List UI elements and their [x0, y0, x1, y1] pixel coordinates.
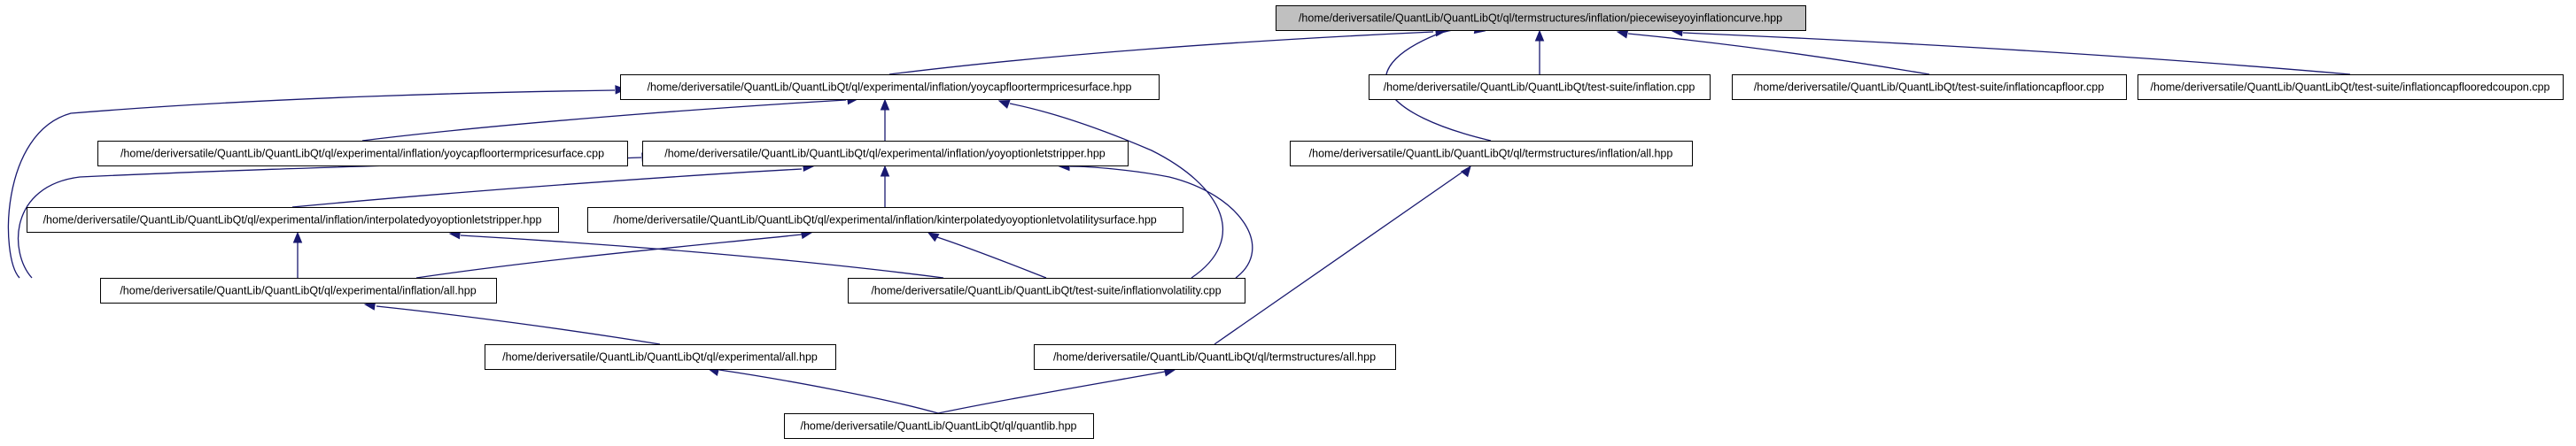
node-label: /home/deriversatile/QuantLib/QuantLibQt/… [502, 351, 818, 364]
node-box [784, 413, 1094, 439]
node-quantlib[interactable]: /home/deriversatile/QuantLib/QuantLibQt/… [784, 413, 1094, 439]
node-box [848, 278, 1245, 304]
arrowhead-icon [880, 165, 890, 177]
edge-interp_stripper_hpp-to-yoystripper_hpp [291, 162, 815, 208]
node-label: /home/deriversatile/QuantLib/QuantLibQt/… [120, 148, 604, 160]
node-label: /home/deriversatile/QuantLib/QuantLibQt/… [1053, 351, 1376, 364]
edge-line [888, 31, 1434, 75]
arrowhead-icon [1460, 165, 1471, 178]
node-exp-inflation-all[interactable]: /home/deriversatile/QuantLib/QuantLibQt/… [100, 278, 497, 304]
node-label: /home/deriversatile/QuantLib/QuantLibQt/… [120, 285, 476, 297]
edge-line [1682, 32, 2351, 75]
edge-ts_inflationvol_cpp-to-kinterp_hpp [927, 232, 1047, 279]
edge-line [1069, 165, 1253, 279]
edge-quantlib-to-ts_all [937, 367, 1176, 414]
node-kinterp-hpp[interactable]: /home/deriversatile/QuantLib/QuantLibQt/… [587, 207, 1183, 233]
edge-exp_inflation_all-to-yoycapsurf_hpp [7, 85, 627, 279]
arrowhead-icon [997, 100, 1011, 109]
edge-yoystripper_hpp-to-yoycapsurf_hpp [880, 98, 890, 141]
node-ts-inflation-all[interactable]: /home/deriversatile/QuantLib/QuantLibQt/… [1290, 141, 1693, 166]
node-box [100, 278, 497, 304]
edge-kinterp_hpp-to-yoystripper_hpp [880, 165, 890, 207]
node-box [587, 207, 1183, 233]
edge-exp_inflation_all-to-interp_stripper_hpp [292, 231, 303, 278]
node-label: /home/deriversatile/QuantLib/QuantLibQt/… [1754, 81, 2104, 94]
node-box [1276, 5, 1806, 31]
edge-yoycapsurf_cpp-to-yoycapsurf_hpp [361, 95, 859, 142]
node-interp-stripper-hpp[interactable]: /home/deriversatile/QuantLib/QuantLibQt/… [27, 207, 559, 233]
edge-ts_inflationvol_cpp-to-interp_stripper_hpp [448, 229, 944, 279]
node-label: /home/deriversatile/QuantLib/QuantLibQt/… [1309, 148, 1673, 160]
edge-line [376, 305, 661, 345]
node-label: /home/deriversatile/QuantLib/QuantLibQt/… [1299, 12, 1782, 25]
node-label: /home/deriversatile/QuantLib/QuantLibQt/… [1384, 81, 1695, 94]
node-box [1732, 74, 2127, 100]
node-box [620, 74, 1160, 100]
edge-line [415, 234, 803, 279]
node-box [2138, 74, 2564, 100]
node-ts-capflooredcoupon-cpp[interactable]: /home/deriversatile/QuantLib/QuantLibQt/… [2138, 74, 2564, 100]
node-box [27, 207, 559, 233]
edge-line [1627, 33, 1930, 75]
edge-line [937, 371, 1166, 414]
edge-yoycapsurf_hpp-to-piecewise [888, 27, 1447, 75]
edge-line [291, 168, 803, 208]
arrowhead-icon [1534, 29, 1545, 42]
edge-exp_all-to-exp_inflation_all [363, 301, 661, 345]
node-piecewise[interactable]: /home/deriversatile/QuantLib/QuantLibQt/… [1276, 5, 1806, 31]
edge-ts_inflationvol_cpp-to-yoycapsurf_hpp [997, 100, 1224, 279]
node-ts-inflationvol-cpp[interactable]: /home/deriversatile/QuantLib/QuantLibQt/… [848, 278, 1245, 304]
edge-line [460, 235, 944, 279]
node-exp-all[interactable]: /home/deriversatile/QuantLib/QuantLibQt/… [485, 344, 836, 370]
node-yoystripper-hpp[interactable]: /home/deriversatile/QuantLib/QuantLibQt/… [642, 141, 1129, 166]
edge-line [7, 89, 616, 279]
node-ts-inflation-cpp[interactable]: /home/deriversatile/QuantLib/QuantLibQt/… [1369, 74, 1711, 100]
edge-quantlib-to-exp_all [707, 366, 939, 414]
node-box [1290, 141, 1693, 166]
edge-line [361, 99, 847, 142]
arrowhead-icon [927, 232, 940, 242]
node-ts-capfloor-cpp[interactable]: /home/deriversatile/QuantLib/QuantLibQt/… [1732, 74, 2127, 100]
node-label: /home/deriversatile/QuantLib/QuantLibQt/… [43, 214, 542, 227]
node-ts-all[interactable]: /home/deriversatile/QuantLib/QuantLibQt/… [1034, 344, 1396, 370]
node-label: /home/deriversatile/QuantLib/QuantLibQt/… [648, 81, 1132, 94]
node-yoycapsurf-cpp[interactable]: /home/deriversatile/QuantLib/QuantLibQt/… [97, 141, 628, 166]
arrowhead-icon [880, 98, 890, 111]
node-yoycapsurf-hpp[interactable]: /home/deriversatile/QuantLib/QuantLibQt/… [620, 74, 1160, 100]
edge-line [1009, 103, 1224, 279]
graph-nodes: /home/deriversatile/QuantLib/QuantLibQt/… [27, 5, 2564, 439]
edge-line [936, 236, 1047, 279]
node-label: /home/deriversatile/QuantLib/QuantLibQt/… [801, 420, 1077, 433]
node-label: /home/deriversatile/QuantLib/QuantLibQt/… [664, 148, 1106, 160]
edge-ts_all-to-ts_inflation_all [1214, 165, 1471, 345]
edge-line [718, 369, 939, 414]
node-box [1369, 74, 1711, 100]
arrowhead-icon [292, 231, 303, 243]
node-box [485, 344, 836, 370]
edge-ts_inflation_cpp-to-piecewise [1534, 29, 1545, 74]
node-box [97, 141, 628, 166]
node-box [642, 141, 1129, 166]
edge-ts_capfloor_cpp-to-piecewise [1616, 29, 1930, 75]
node-label: /home/deriversatile/QuantLib/QuantLibQt/… [871, 285, 1221, 297]
edge-line [1214, 172, 1463, 345]
node-box [1034, 344, 1396, 370]
node-label: /home/deriversatile/QuantLib/QuantLibQt/… [2151, 81, 2550, 94]
node-label: /home/deriversatile/QuantLib/QuantLibQt/… [613, 214, 1157, 227]
